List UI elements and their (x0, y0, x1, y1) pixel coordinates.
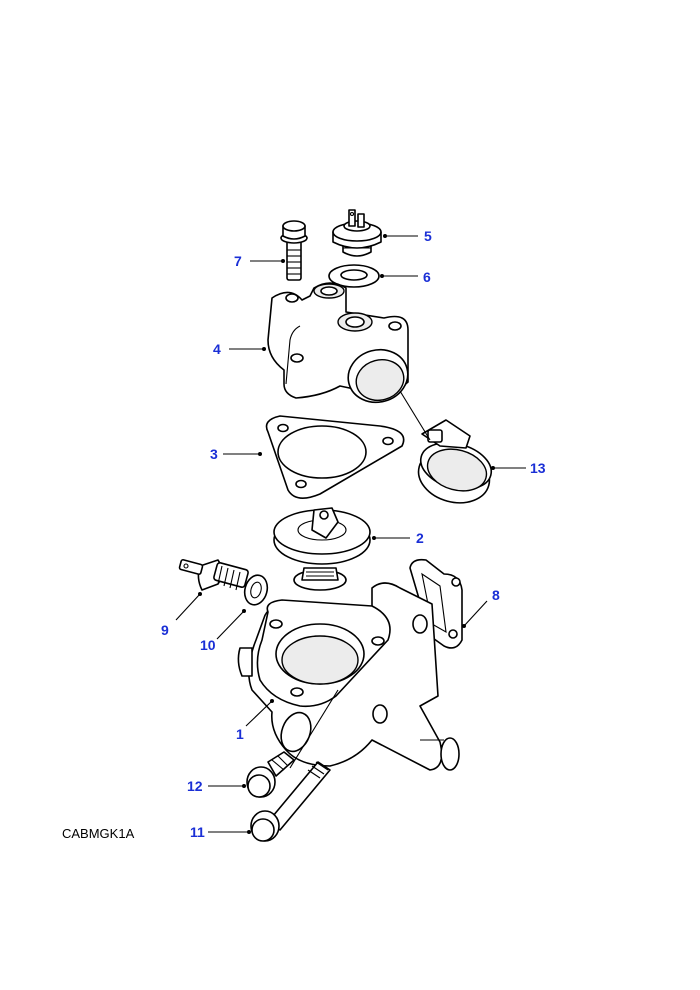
callout-10: 10 (200, 637, 216, 653)
leader-lines (175, 235, 526, 833)
short-bolt-part (246, 751, 295, 798)
callout-11: 11 (190, 824, 205, 840)
diagram-reference-code: CABMGK1A (62, 826, 135, 841)
temperature-sensor-part (178, 558, 249, 591)
housing-gasket-part (409, 558, 463, 649)
callout-1: 1 (236, 726, 244, 742)
callout-2: 2 (416, 530, 424, 546)
callout-9: 9 (161, 622, 169, 638)
sealing-washer-part (328, 264, 380, 288)
long-bolt-part (250, 761, 331, 842)
callout-7: 7 (234, 253, 242, 269)
leader-dots (198, 234, 495, 834)
callout-6: 6 (423, 269, 431, 285)
callout-3: 3 (210, 446, 218, 462)
callout-5: 5 (424, 228, 432, 244)
callout-13: 13 (530, 460, 546, 476)
callout-12: 12 (187, 778, 203, 794)
thermostat-housing-part (237, 582, 460, 771)
gasket-part (265, 415, 405, 499)
thermostat-cover-part (267, 282, 409, 404)
cover-bolt-part (280, 220, 308, 281)
temperature-sender-part (332, 209, 382, 257)
hose-clip-part (417, 419, 493, 504)
sensor-washer-part (243, 574, 269, 606)
callout-numbers: 1 2 3 4 5 6 7 8 9 10 11 12 13 (161, 228, 546, 840)
callout-4: 4 (213, 341, 221, 357)
callout-8: 8 (492, 587, 500, 603)
thermostat-part (273, 507, 371, 591)
